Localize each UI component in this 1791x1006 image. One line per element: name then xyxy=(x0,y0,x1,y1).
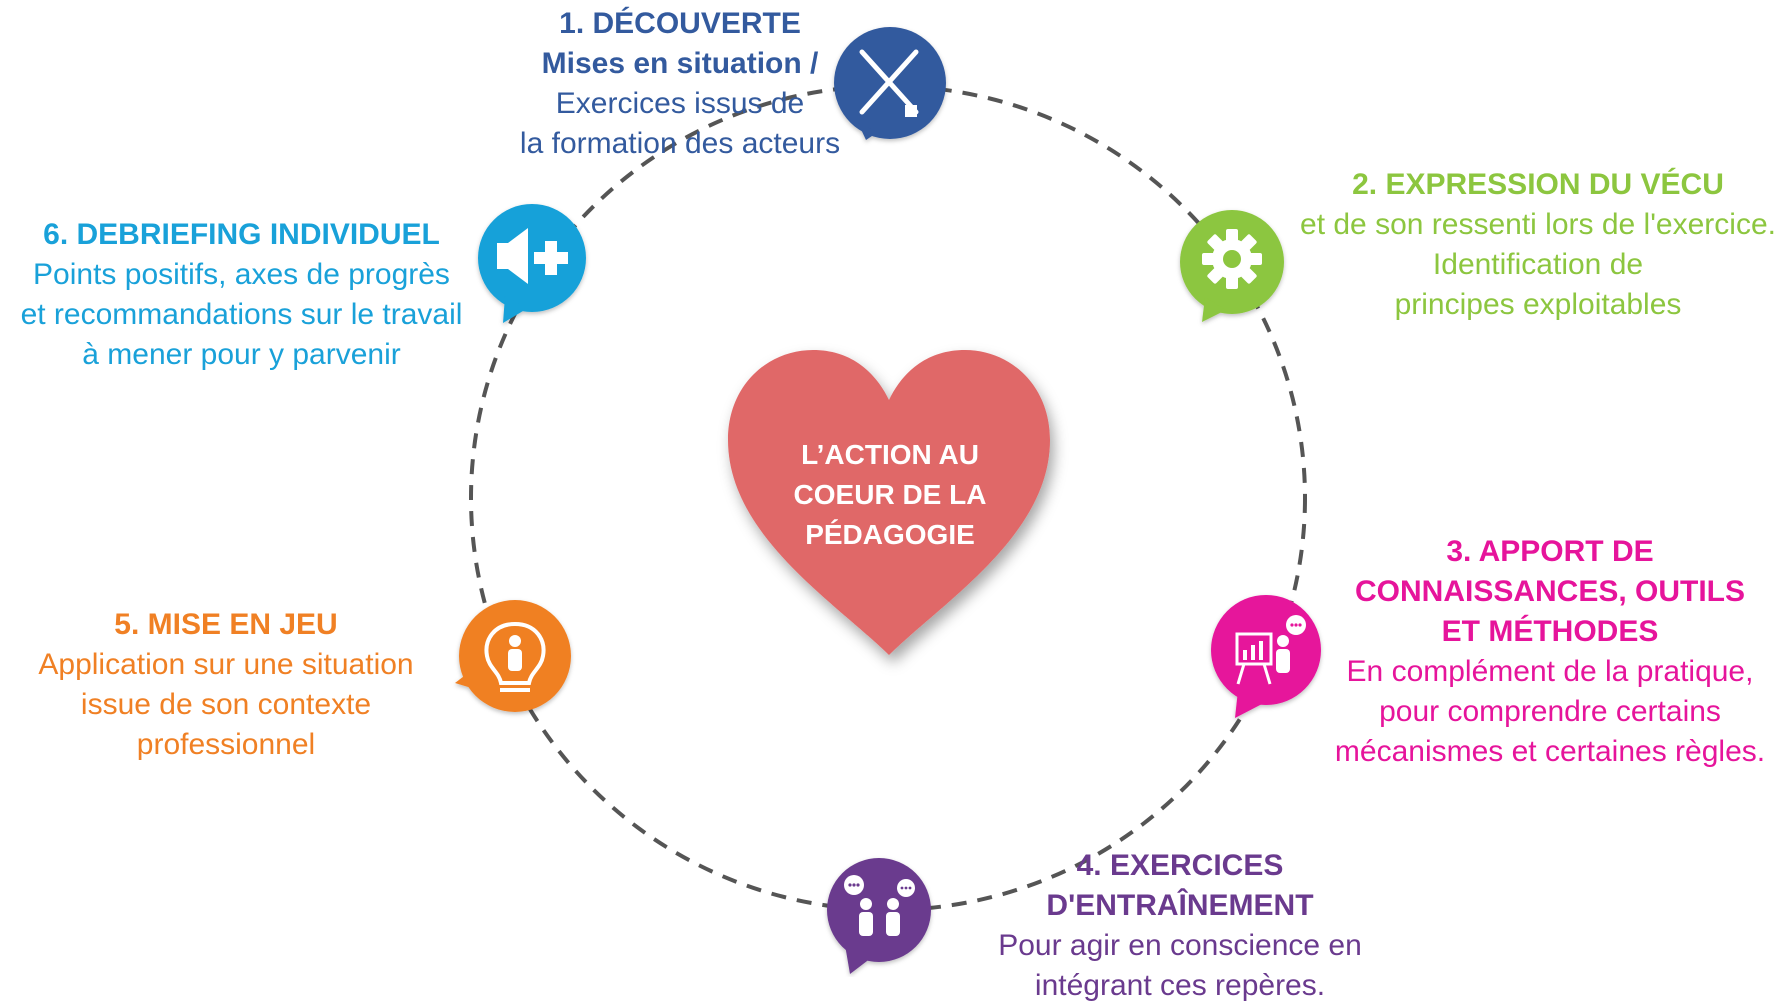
step-4-text: 4. EXERCICES D'ENTRAÎNEMENT Pour agir en… xyxy=(940,846,1420,1006)
step-3-title: CONNAISSANCES, OUTILS xyxy=(1354,575,1746,608)
step-2-text: 2. EXPRESSION DU VÉCU et de son ressenti… xyxy=(1288,165,1788,325)
step-4-line: intégrant ces repères. xyxy=(1034,969,1326,1002)
step-5-line: issue de son contexte xyxy=(80,688,372,721)
tools-icon xyxy=(859,49,919,117)
heart-shape xyxy=(728,350,1050,655)
step-6-line: et recommandations sur le travail xyxy=(20,298,463,331)
step-6-text: 6. DEBRIEFING INDIVIDUEL Points positifs… xyxy=(4,215,479,375)
step-4-line: Pour agir en conscience en xyxy=(998,929,1362,962)
step-6-line: à mener pour y parvenir xyxy=(82,338,401,371)
presentation-icon xyxy=(1235,615,1306,685)
step-3-line: mécanismes et certaines règles. xyxy=(1334,735,1766,768)
step-5-text: 5. MISE EN JEU Application sur une situa… xyxy=(26,605,426,765)
step-6-bubble xyxy=(478,204,586,323)
heart-label-line: COEUR DE LA xyxy=(793,479,987,510)
step-3-bubble xyxy=(1211,595,1321,718)
heart-label: L’ACTION AU COEUR DE LA PÉDAGOGIE xyxy=(760,435,1020,555)
step-1-line: la formation des acteurs xyxy=(519,127,841,160)
step-2-line: principes exploitables xyxy=(1394,288,1682,321)
step-3-text: 3. APPORT DE CONNAISSANCES, OUTILS ET MÉ… xyxy=(1320,532,1780,772)
step-5-line: Application sur une situation xyxy=(38,648,414,681)
step-1-title: 1. DÉCOUVERTE xyxy=(559,7,801,40)
step-2-line: Identification de xyxy=(1432,248,1644,281)
heart-label-line: PÉDAGOGIE xyxy=(805,519,975,550)
heart-label-line: L’ACTION AU xyxy=(801,439,979,470)
step-2-line: et de son ressenti lors de l'exercice. xyxy=(1300,208,1776,241)
person-bulb-icon xyxy=(484,621,546,692)
conversation-icon xyxy=(844,875,915,936)
step-6-title: 6. DEBRIEFING INDIVIDUEL xyxy=(43,218,440,251)
gear-icon xyxy=(1202,229,1262,289)
step-4-title: 4. EXERCICES D'ENTRAÎNEMENT xyxy=(1046,849,1314,922)
step-3-line: pour comprendre certains xyxy=(1379,695,1721,728)
step-3-line: En complément de la pratique, xyxy=(1346,655,1754,688)
step-1-line: Exercices issus de xyxy=(555,87,805,120)
step-2-title: 2. EXPRESSION DU VÉCU xyxy=(1352,168,1724,201)
step-3-title: 3. APPORT DE xyxy=(1446,535,1654,568)
step-1-text: 1. DÉCOUVERTE Mises en situation / Exerc… xyxy=(480,4,880,164)
step-1-subtitle: Mises en situation / xyxy=(541,47,819,80)
step-3-title: ET MÉTHODES xyxy=(1441,615,1659,648)
step-4-bubble xyxy=(827,858,931,974)
step-6-line: Points positifs, axes de progrès xyxy=(33,258,450,291)
speaker-plus-icon xyxy=(497,228,568,284)
step-5-title: 5. MISE EN JEU xyxy=(114,608,338,641)
diagram-canvas xyxy=(455,27,1321,974)
step-5-line: professionnel xyxy=(136,728,316,761)
